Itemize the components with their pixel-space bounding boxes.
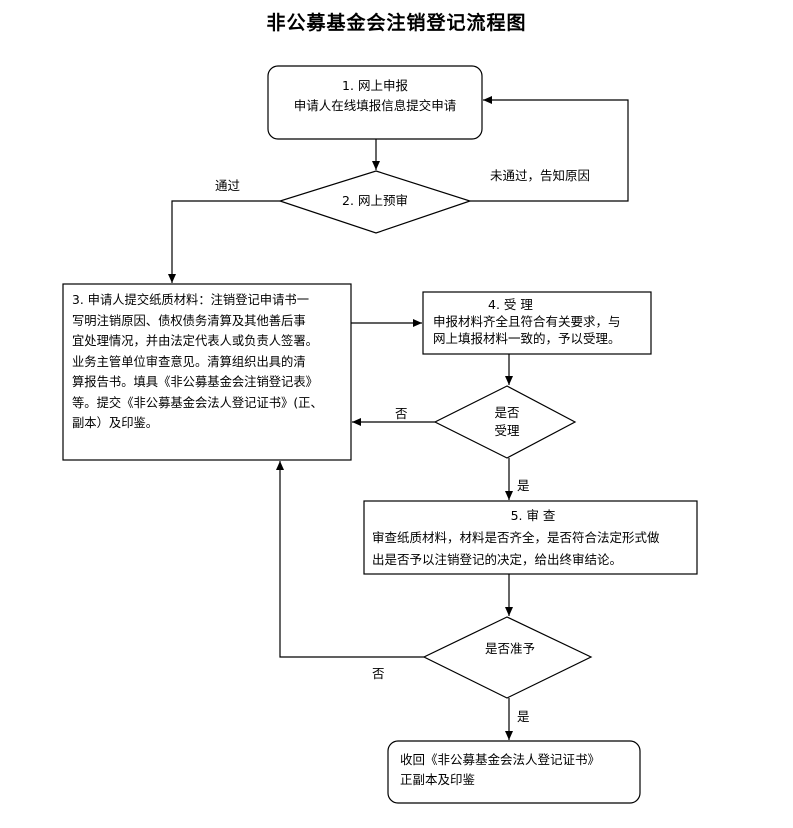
edge-label-approve-yes: 是 (517, 709, 530, 724)
edge-label-accept-no: 否 (395, 406, 408, 421)
edge-approve-no-to-step3 (276, 461, 424, 658)
step4-line: 申报材料齐全且符合有关要求，与 (433, 314, 621, 329)
step5-box (363, 500, 698, 575)
step4-box (422, 291, 652, 355)
step3-text: 3. 申请人提交纸质材料：注销登记申请书一 写明注销原因、债权债务清算及其他善后… (72, 290, 348, 434)
edge-step2-pass-to-step3 (168, 200, 280, 283)
step4-heading: 4. 受 理 (488, 297, 533, 312)
final-line: 正副本及印鉴 (400, 772, 476, 787)
step5-heading: 5. 审 查 (510, 508, 556, 523)
step3-line: 写明注销原因、债权债务清算及其他善后事 (72, 313, 306, 328)
step3-box (62, 283, 352, 461)
step1-heading: 1. 网上申报 (342, 78, 408, 93)
step5-line: 审查纸质材料，材料是否齐全，是否符合法定形式做 (372, 530, 660, 545)
edge-label-pass: 通过 (215, 178, 241, 193)
final-text: 收回《非公募基金会法人登记证书》 正副本及印鉴 (400, 750, 636, 790)
step2-diamond (278, 170, 472, 234)
step4-line: 网上填报材料一致的，予以受理。 (433, 331, 621, 346)
step3-line: 副本）及印鉴。 (72, 416, 159, 430)
accept-decision-line: 受理 (494, 423, 520, 438)
accept-decision-text: 是否 受理 (465, 404, 549, 440)
step1-box (267, 65, 483, 140)
edge-step2-fail-to-step1 (470, 96, 629, 202)
edge-label-accept-yes: 是 (517, 478, 530, 493)
step3-line: 3. 申请人提交纸质材料：注销登记申请书一 (72, 293, 309, 307)
accept-decision-diamond (433, 385, 577, 459)
step4-text: 4. 受 理 申报材料齐全且符合有关要求，与 网上填报材料一致的，予以受理。 (433, 296, 649, 347)
step3-line: 宜处理情况，并由法定代表人或负责人签署。 (72, 334, 318, 348)
accept-decision-line: 是否 (494, 405, 520, 420)
step2-label: 2. 网上预审 (342, 193, 408, 208)
flowchart-title: 非公募基金会注销登记流程图 (266, 12, 527, 34)
approve-decision-diamond (422, 616, 593, 699)
step3-line: 业务主管单位审查意见。清算组织出具的清 (72, 354, 306, 369)
step3-line: 等。提交《非公募基金会法人登记证书》(正、 (72, 395, 323, 410)
final-box (387, 740, 641, 804)
step5-text: 5. 审 查 审查纸质材料，材料是否齐全，是否符合法定形式做 出是否予以注销登记… (372, 505, 694, 571)
edge-label-fail-notify: 未通过，告知原因 (490, 168, 591, 183)
step1-text: 1. 网上申报 申请人在线填报信息提交申请 (268, 76, 482, 116)
edge-label-approve-no: 否 (372, 666, 385, 681)
final-line: 收回《非公募基金会法人登记证书》 (400, 752, 601, 767)
step3-line: 算报告书。填具《非公募基金会注销登记表》 (72, 375, 318, 389)
approve-decision-label: 是否准予 (484, 641, 535, 656)
step5-line: 出是否予以注销登记的决定，给出终审结论。 (372, 552, 623, 567)
step1-body: 申请人在线填报信息提交申请 (293, 98, 457, 113)
